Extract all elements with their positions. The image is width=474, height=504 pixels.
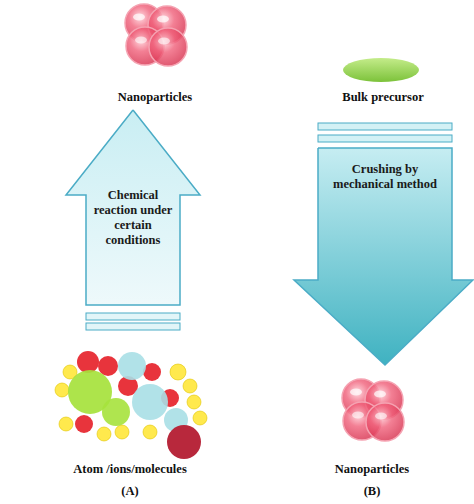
highlight [374,391,386,398]
block-arrow: Chemical reaction under certain conditio… [66,110,200,333]
atom [183,379,197,393]
atom [143,425,157,439]
atom [167,425,201,459]
atom [115,425,129,439]
atom [59,417,73,431]
caption-label: (A) [30,484,230,499]
nanoparticle-cluster [125,4,187,66]
highlight [158,38,170,45]
arrow-shape [294,122,474,368]
atom [55,383,69,397]
arrow-outline [294,148,473,365]
caption-label: Atom /ions/molecules [30,462,230,477]
highlight [133,14,145,21]
bulk-precursor-shape [343,58,419,82]
atom [102,398,130,426]
particle [149,28,187,66]
arrow-stripe [318,123,452,130]
arrow-label: Crushing by mechanical method [324,162,446,192]
highlight [352,412,364,419]
atom-cluster [55,351,207,459]
atom [132,384,168,420]
highlight [375,413,387,420]
particle [366,403,404,441]
block-arrow: Crushing by mechanical method [294,122,474,368]
nanoparticle-cluster [342,379,404,441]
arrow-stripe [86,323,180,330]
caption-label: Nanoparticles [272,462,472,477]
caption-label: Nanoparticles [55,90,255,105]
arrow-outline [66,110,200,305]
caption-label: Bulk precursor [283,90,474,105]
atom [118,352,146,380]
atom [170,364,186,380]
caption-label: (B) [272,484,472,499]
atom [77,351,99,373]
highlight [350,389,362,396]
arrow-label: Chemical reaction under certain conditio… [92,188,174,248]
atom [97,427,111,441]
atom [193,411,207,425]
arrow-stripe [318,135,452,142]
atom [75,415,93,433]
arrow-stripe [86,313,180,320]
highlight [157,16,169,23]
atom [187,395,201,409]
highlight [135,37,147,44]
